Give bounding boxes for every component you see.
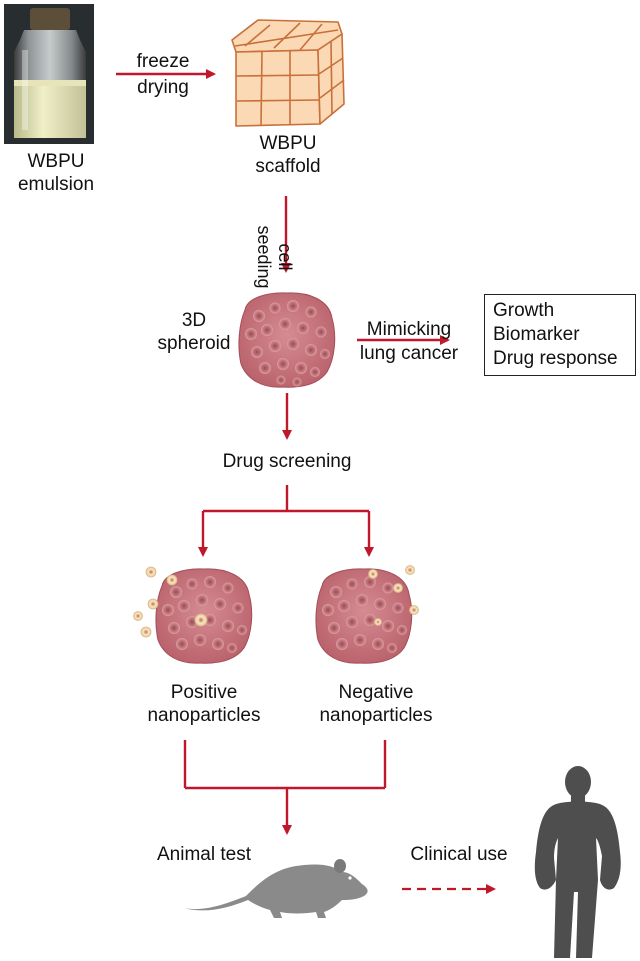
positive-nanoparticles	[133, 566, 208, 638]
mimicking-label-2: lung cancer	[354, 342, 464, 365]
scaffold-cube	[231, 19, 345, 127]
scaffold-label-line1: WBPU	[259, 133, 317, 154]
cell-seeding-line2: seeding	[254, 225, 274, 289]
negative-nanoparticles	[368, 565, 419, 626]
person-icon	[534, 766, 621, 958]
scaffold-label-line2: scaffold	[255, 156, 321, 177]
outcome-drug-response: Drug response	[493, 348, 618, 369]
cell-seeding-line1: cell	[275, 243, 295, 271]
merge-connector	[183, 740, 387, 835]
emulsion-label: WBPU emulsion	[4, 150, 108, 196]
drug-screening-label: Drug screening	[187, 450, 387, 473]
outcomes-box: Growth Biomarker Drug response	[484, 294, 636, 376]
mimicking-line2: lung cancer	[359, 343, 459, 364]
branch-connector	[198, 485, 374, 557]
freeze-drying-label: freeze	[118, 50, 208, 73]
mouse-icon	[184, 859, 368, 918]
spheroid-label-line1: 3D	[181, 310, 207, 331]
drug-screening-text: Drug screening	[222, 451, 352, 472]
mimicking-label: Mimicking	[354, 318, 464, 341]
negative-line1: Negative	[338, 682, 414, 703]
positive-label: Positive nanoparticles	[134, 681, 274, 727]
spheroid-main	[238, 292, 336, 388]
freeze-drying-line1: freeze	[136, 51, 190, 72]
negative-label: Negative nanoparticles	[306, 681, 446, 727]
positive-line1: Positive	[170, 682, 238, 703]
cell-seeding-label: cell seeding	[249, 219, 295, 295]
freeze-drying-label-2: drying	[118, 76, 208, 99]
outcome-growth: Growth	[493, 300, 555, 321]
animal-test-label: Animal test	[136, 843, 272, 866]
spheroid-label: 3D spheroid	[146, 309, 242, 355]
emulsion-label-line1: WBPU	[27, 151, 85, 172]
spheroid-label-line2: spheroid	[157, 333, 231, 354]
mimicking-line1: Mimicking	[366, 319, 452, 340]
emulsion-photo	[4, 4, 94, 144]
freeze-drying-line2: drying	[137, 77, 189, 98]
emulsion-label-line2: emulsion	[17, 174, 95, 195]
animal-test-text: Animal test	[157, 844, 251, 865]
clinical-use-text: Clinical use	[410, 844, 508, 865]
outcome-biomarker: Biomarker	[493, 324, 580, 345]
scaffold-label: WBPU scaffold	[226, 132, 350, 178]
positive-line2: nanoparticles	[147, 705, 261, 726]
negative-line2: nanoparticles	[319, 705, 433, 726]
spheroid-negative	[315, 568, 413, 664]
clinical-use-label: Clinical use	[394, 843, 524, 866]
